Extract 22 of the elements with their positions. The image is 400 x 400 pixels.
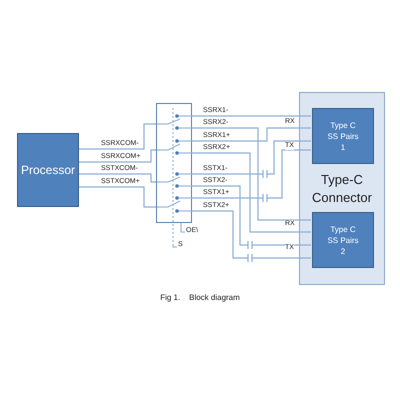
signal-line (79, 149, 156, 163)
block-box (312, 108, 374, 164)
signal-line (192, 115, 311, 117)
signal-line (191, 149, 312, 199)
block-label: Processor (20, 162, 76, 179)
block-label: Type C SS Pairs 2 (326, 224, 360, 256)
signal-line (192, 127, 311, 142)
signal-line (79, 123, 156, 150)
signal-line (191, 140, 312, 175)
signal-line (79, 173, 156, 183)
signal-line (191, 185, 312, 246)
connector-box (299, 92, 385, 285)
connector-label: Type-C Connector (311, 171, 373, 207)
signal-line (192, 127, 311, 221)
switch-box (156, 103, 192, 223)
signal-line (191, 210, 312, 259)
signal-line (192, 152, 311, 233)
block-box (17, 133, 79, 207)
figure-caption: Fig 1. Block diagram (160, 292, 240, 304)
block-label: Type C SS Pairs 1 (326, 120, 360, 152)
block-box (312, 212, 374, 268)
signal-line (79, 186, 156, 208)
